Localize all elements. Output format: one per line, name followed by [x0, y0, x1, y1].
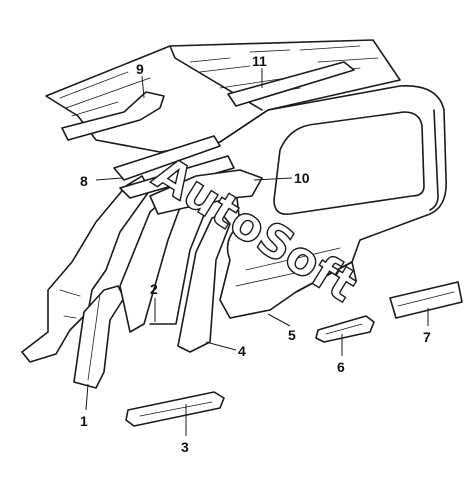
part-10-upper-quarter-trim: [149, 169, 263, 215]
part-8-header-rail: [113, 135, 235, 199]
part-2-center-trim: [119, 195, 211, 333]
callout-5: 5: [288, 327, 296, 343]
part-3-sill-plate: [125, 391, 225, 427]
part-4-pillar-trim: [177, 213, 231, 353]
part-11-rear-roof-trim: [227, 61, 355, 107]
callout-11: 11: [252, 53, 267, 69]
part-9-roof-rail-trim: [61, 91, 165, 141]
callouts: 1 2 3 4 5 6 7 8 9 10 11: [80, 53, 431, 455]
part-1-front-pillar-trim: [21, 175, 151, 389]
leader-lines: [85, 68, 429, 436]
svg-text:AutoSoft: AutoSoft: [144, 146, 367, 313]
part-6-trim-panel: [315, 315, 375, 343]
part-7-trim-panel: [389, 281, 463, 319]
callout-10: 10: [294, 170, 310, 186]
callout-9: 9: [136, 61, 144, 77]
rear-quarter-body: [219, 85, 447, 319]
callout-8: 8: [80, 173, 88, 189]
autosoft-watermark: AutoSoft: [143, 145, 367, 313]
callout-1: 1: [80, 413, 88, 429]
callout-3: 3: [181, 439, 189, 455]
callout-2: 2: [150, 281, 158, 297]
callout-4: 4: [238, 343, 246, 359]
callout-6: 6: [337, 359, 345, 375]
callout-7: 7: [423, 329, 431, 345]
